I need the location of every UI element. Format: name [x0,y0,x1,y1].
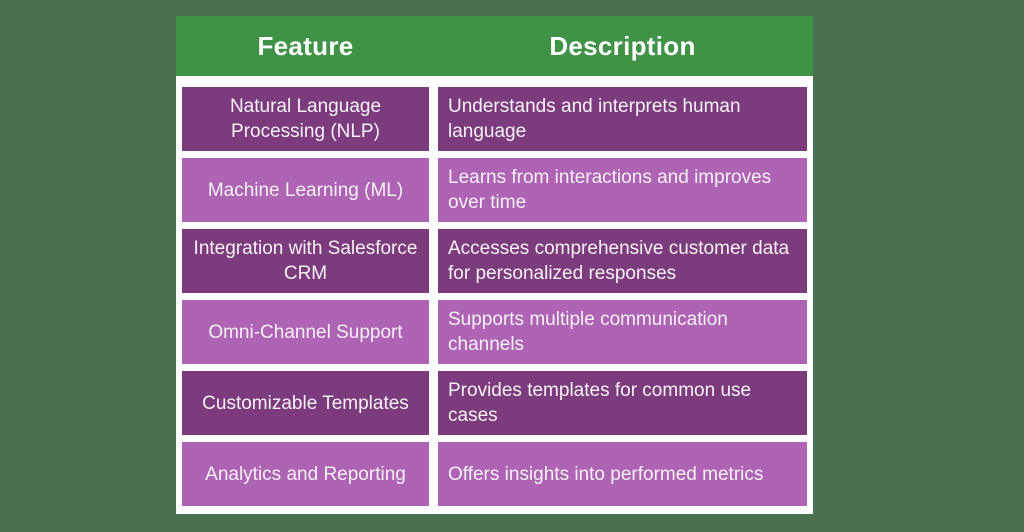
feature-cell: Natural Language Processing (NLP) [182,87,429,151]
table-row: Omni-Channel Support Supports multiple c… [182,300,807,364]
column-header-description: Description [549,30,696,61]
table-row: Customizable Templates Provides template… [182,371,807,435]
description-cell: Offers insights into performed metrics [438,442,807,506]
feature-cell: Machine Learning (ML) [182,158,429,222]
description-cell: Provides templates for common use cases [438,371,807,435]
feature-cell: Customizable Templates [182,371,429,435]
table-row: Analytics and Reporting Offers insights … [182,442,807,506]
table-row: Integration with Salesforce CRM Accesses… [182,229,807,293]
column-header-feature: Feature [257,30,354,61]
description-cell: Understands and interprets human languag… [438,87,807,151]
table-body: Natural Language Processing (NLP) Unders… [176,76,813,514]
table-row: Natural Language Processing (NLP) Unders… [182,87,807,151]
feature-description-table: Feature Description Natural Language Pro… [176,16,813,514]
description-cell: Accesses comprehensive customer data for… [438,229,807,293]
table-header-row: Feature Description [176,16,813,76]
table-row: Machine Learning (ML) Learns from intera… [182,158,807,222]
description-cell: Learns from interactions and improves ov… [438,158,807,222]
feature-cell: Omni-Channel Support [182,300,429,364]
feature-cell: Integration with Salesforce CRM [182,229,429,293]
feature-cell: Analytics and Reporting [182,442,429,506]
description-cell: Supports multiple communication channels [438,300,807,364]
